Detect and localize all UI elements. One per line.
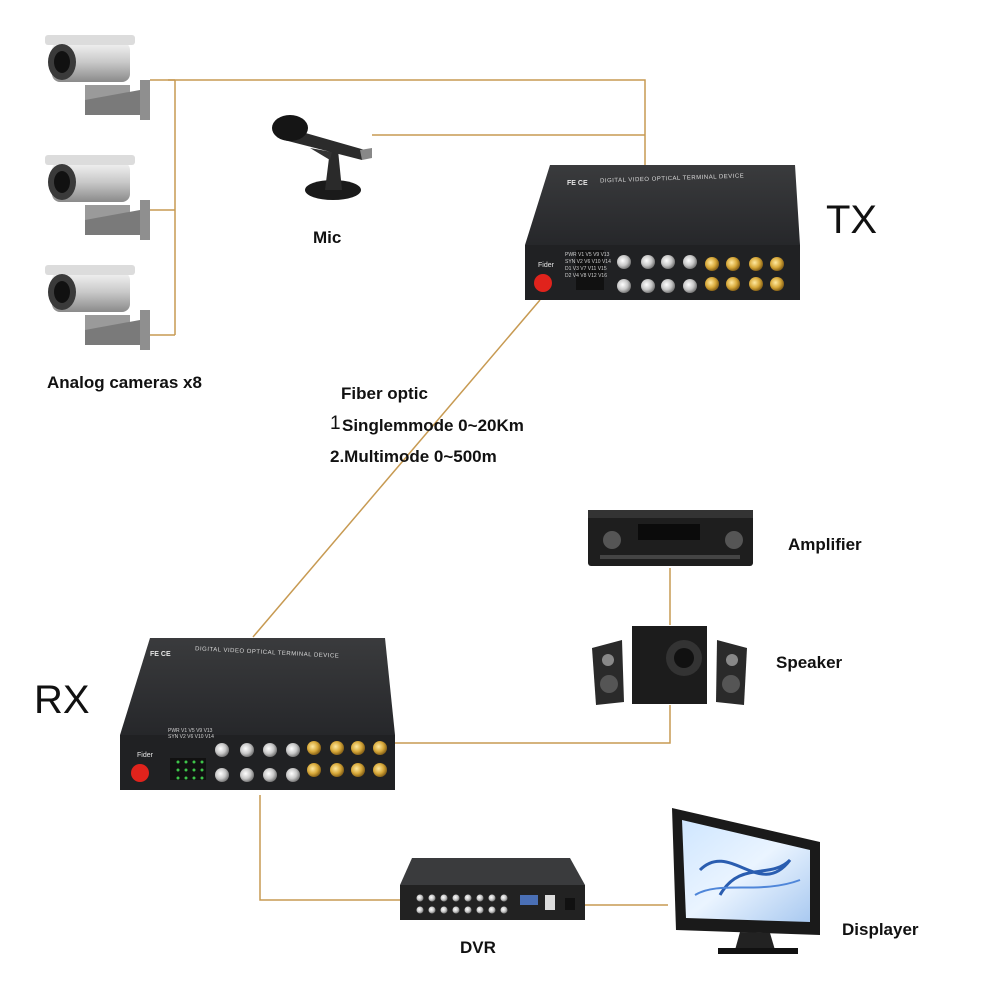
fiber-line1-text: Singlemmode 0~20Km: [342, 416, 524, 435]
connection-lines: [150, 79, 671, 906]
camera-2: [45, 155, 150, 240]
displayer-label: Displayer: [842, 920, 919, 939]
tx-led-row: SYN V2 V6 V10 V14: [565, 259, 611, 265]
amplifier-label: Amplifier: [788, 535, 862, 554]
tx-brand-mark: FE CE: [567, 180, 588, 187]
rx-port-label: Fider: [137, 752, 153, 759]
speaker-set: [592, 626, 747, 705]
fiber-line2-text: 2.Multimode 0~500m: [330, 447, 497, 466]
camera-to-tx-line: [168, 79, 646, 165]
rx-to-speaker-line: [395, 705, 671, 744]
fiber-line: [252, 299, 541, 638]
tx-led-row: D2 V4 V8 V12 V16: [565, 273, 607, 279]
tx-led-row: D1 V3 V7 V11 V15: [565, 266, 607, 272]
fiber-line1-number: 1: [330, 413, 341, 434]
monitor: [672, 808, 820, 954]
rx-brand-mark: FE CE: [150, 651, 171, 658]
tx-label: TX: [826, 198, 878, 242]
rx-led-row: SYN V2 V6 V10 V14: [168, 734, 214, 740]
fiber-optic-title: Fiber optic: [341, 384, 428, 403]
mic-label: Mic: [313, 228, 342, 247]
amplifier: [588, 510, 753, 566]
rx-led-row: PWR V1 V5 V9 V13: [168, 728, 213, 734]
speaker-label: Speaker: [776, 653, 843, 672]
dvr: [400, 858, 585, 920]
tx-device: [525, 165, 800, 300]
dvr-label: DVR: [460, 938, 496, 957]
cameras-label: Analog cameras x8: [47, 373, 202, 392]
rx-device: [120, 638, 395, 790]
tx-port-label: Fider: [538, 262, 554, 269]
camera-3: [45, 265, 150, 350]
rx-label: RX: [34, 678, 90, 722]
rx-led-panel: PWR V1 V5 V9 V13 SYN V2 V6 V10 V14: [168, 728, 214, 740]
rx-to-dvr-line: [259, 795, 402, 901]
microphone: [272, 115, 372, 200]
camera-1: [45, 35, 150, 120]
tx-led-row: PWR V1 V5 V9 V13: [565, 252, 610, 258]
tx-led-panel: PWR V1 V5 V9 V13 SYN V2 V6 V10 V14 D1 V3…: [565, 252, 611, 280]
